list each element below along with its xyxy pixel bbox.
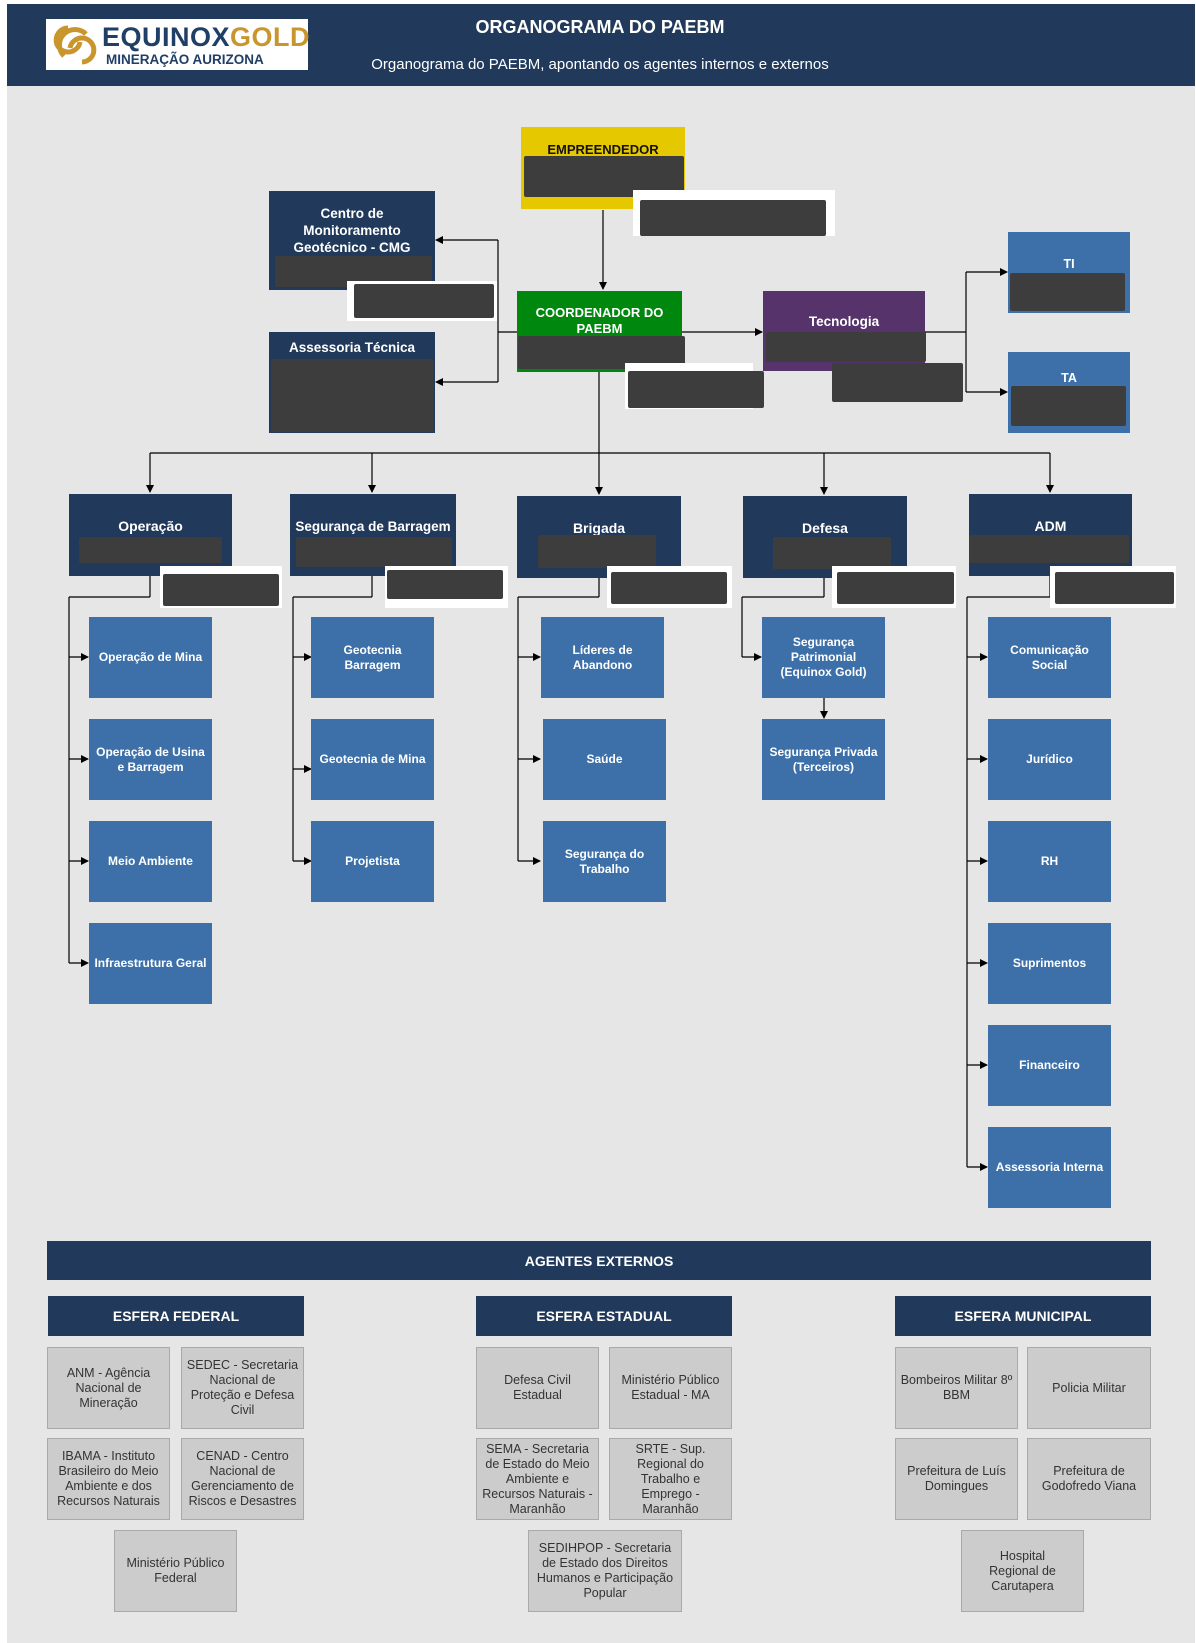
redacted-block [163,574,279,606]
redacted-block [766,332,926,362]
redacted-block [354,284,494,318]
logo-wordmark: EQUINOXGOLD [102,22,311,52]
external-agent-card: ANM - Agência Nacional de Mineração [47,1347,170,1429]
company-logo [46,19,308,70]
list-item: Operação de Usina e Barragem [89,719,212,800]
page-subtitle: Organograma do PAEBM, apontando os agent… [371,56,829,73]
redacted-block [538,535,656,568]
list-item: Geotecnia Barragem [311,617,434,698]
logo-knot-icon [53,25,97,65]
external-agent-card: Hospital Regional de Carutapera [961,1530,1084,1612]
external-agent-card: IBAMA - Instituto Brasileiro do Meio Amb… [47,1438,170,1520]
list-item: Segurança do Trabalho [543,821,666,902]
list-item: Infraestrutura Geral [89,923,212,1004]
list-item: Financeiro [988,1025,1111,1106]
redacted-block [640,200,826,236]
list-item: Jurídico [988,719,1111,800]
redacted-block [271,359,434,432]
external-agent-card: Bombeiros Militar 8º BBM [895,1347,1018,1429]
external-agent-card: Prefeitura de Godofredo Viana [1027,1438,1151,1520]
estadual-header: ESFERA ESTADUAL [476,1296,732,1336]
list-item: RH [988,821,1111,902]
group-header-operacao: Operação [69,494,232,576]
redacted-block [611,572,727,604]
external-agent-card: Ministério Público Estadual - MA [609,1347,732,1429]
redacted-block [832,363,963,402]
list-item: Comunicação Social [988,617,1111,698]
external-agent-card: SRTE - Sup. Regional do Trabalho e Empre… [609,1438,732,1520]
redacted-block [1055,572,1174,604]
list-item: Suprimentos [988,923,1111,1004]
redacted-block [969,535,1129,563]
list-item: Líderes de Abandono [541,617,664,698]
external-agent-card: Policia Militar [1027,1347,1151,1429]
list-item: Saúde [543,719,666,800]
redacted-block [79,537,222,563]
list-item: Assessoria Interna [988,1127,1111,1208]
logo-subtitle: MINERAÇÃO AURIZONA [106,52,264,67]
redacted-block [628,371,764,408]
redacted-block [296,537,452,567]
redacted-block [387,570,503,599]
federal-header: ESFERA FEDERAL [48,1296,304,1336]
list-item: Meio Ambiente [89,821,212,902]
external-agent-card: Prefeitura de Luís Domingues [895,1438,1018,1520]
external-agent-card: SEDEC - Secretaria Nacional de Proteção … [181,1347,304,1429]
external-agent-card: CENAD - Centro Nacional de Gerenciamento… [181,1438,304,1520]
list-item: Segurança Privada (Terceiros) [762,719,885,800]
external-agent-card: SEMA - Secretaria de Estado do Meio Ambi… [476,1438,599,1520]
external-agents-header: AGENTES EXTERNOS [47,1241,1151,1280]
list-item: Geotecnia de Mina [311,719,434,800]
list-item: Projetista [311,821,434,902]
external-agent-card: Ministério Público Federal [114,1530,237,1612]
redacted-block [1011,386,1126,426]
page-title: ORGANOGRAMA DO PAEBM [475,17,725,37]
redacted-block [773,537,891,569]
municipal-header: ESFERA MUNICIPAL [895,1296,1151,1336]
list-item: Segurança Patrimonial (Equinox Gold) [762,617,885,698]
redacted-block [1010,273,1125,311]
list-item: Operação de Mina [89,617,212,698]
redacted-block [837,572,954,604]
external-agent-card: Defesa Civil Estadual [476,1347,599,1429]
external-agent-card: SEDIHPOP - Secretaria de Estado dos Dire… [528,1530,682,1612]
